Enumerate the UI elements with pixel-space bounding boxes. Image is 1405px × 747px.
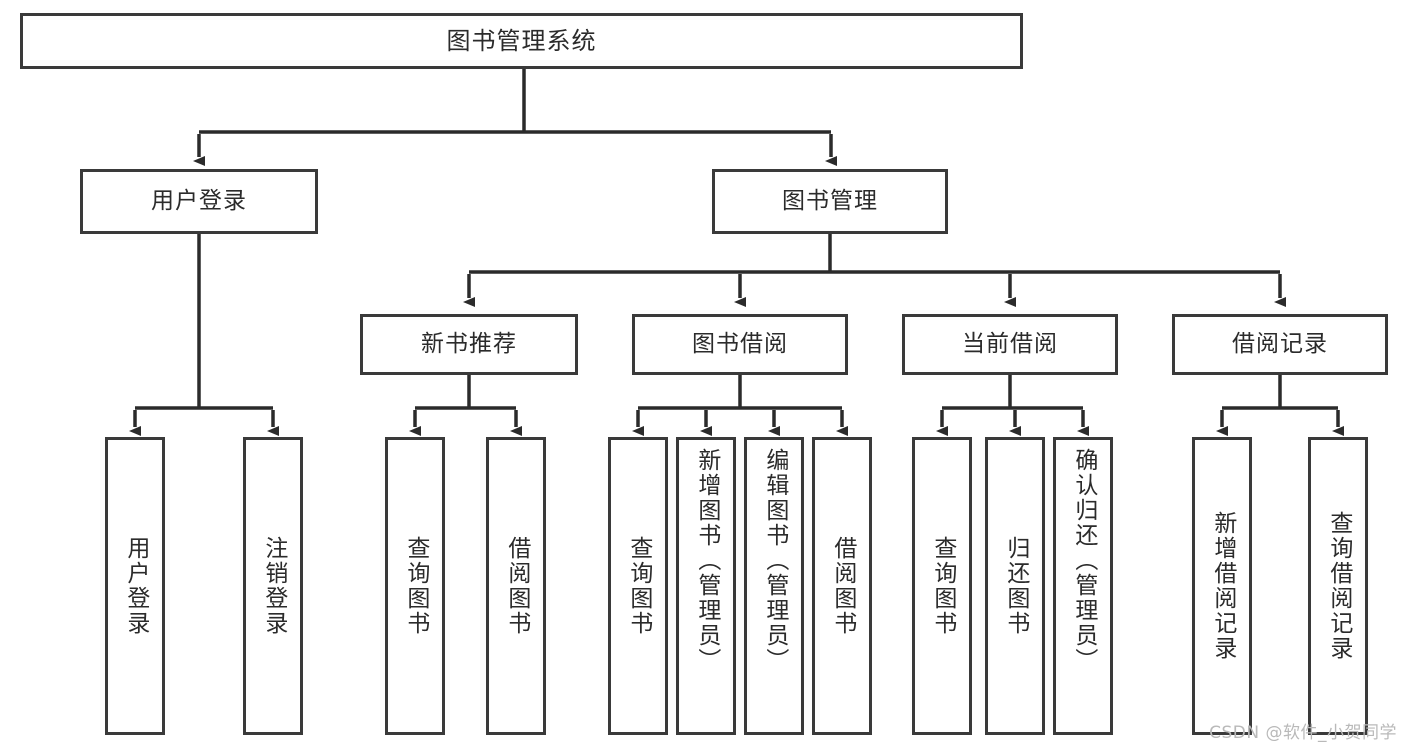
leaf-label: 用户登录 xyxy=(122,536,149,636)
node-label: 借阅记录 xyxy=(1232,330,1328,357)
leaf-label: 查询借阅记录 xyxy=(1325,511,1352,661)
leaf-borrow-book[interactable]: 借阅图书 xyxy=(812,437,872,735)
leaf-borrow-book-recommend[interactable]: 借阅图书 xyxy=(486,437,546,735)
node-label: 用户登录 xyxy=(151,187,247,214)
node-user-login[interactable]: 用户登录 xyxy=(80,169,318,234)
leaf-query-book-borrow[interactable]: 查询图书 xyxy=(608,437,668,735)
leaf-label: 新增图书（管理员） xyxy=(693,448,720,673)
node-new-book-recommend[interactable]: 新书推荐 xyxy=(360,314,578,375)
leaf-add-borrow-record[interactable]: 新增借阅记录 xyxy=(1192,437,1252,735)
leaf-label: 查询图书 xyxy=(929,536,956,636)
leaf-label: 归还图书 xyxy=(1002,536,1029,636)
leaf-user-login[interactable]: 用户登录 xyxy=(105,437,165,735)
node-borrow-record[interactable]: 借阅记录 xyxy=(1172,314,1388,375)
csdn-watermark: CSDN @软件_小贺同学 xyxy=(1209,723,1397,743)
node-book-borrow[interactable]: 图书借阅 xyxy=(632,314,848,375)
leaf-label: 注销登录 xyxy=(260,536,287,636)
leaf-label: 借阅图书 xyxy=(503,536,530,636)
leaf-logout[interactable]: 注销登录 xyxy=(243,437,303,735)
leaf-label: 借阅图书 xyxy=(829,536,856,636)
leaf-edit-book-admin[interactable]: 编辑图书（管理员） xyxy=(744,437,804,735)
node-label: 图书管理系统 xyxy=(446,26,597,55)
leaf-query-book-recommend[interactable]: 查询图书 xyxy=(385,437,445,735)
leaf-label: 编辑图书（管理员） xyxy=(761,448,788,673)
node-label: 图书管理 xyxy=(782,187,878,214)
leaf-label: 确认归还（管理员） xyxy=(1070,448,1097,673)
leaf-query-book-current[interactable]: 查询图书 xyxy=(912,437,972,735)
node-label: 当前借阅 xyxy=(962,330,1058,357)
leaf-confirm-return-admin[interactable]: 确认归还（管理员） xyxy=(1053,437,1113,735)
leaf-label: 查询图书 xyxy=(625,536,652,636)
leaf-label: 查询图书 xyxy=(402,536,429,636)
leaf-label: 新增借阅记录 xyxy=(1209,511,1236,661)
node-label: 新书推荐 xyxy=(421,330,517,357)
leaf-add-book-admin[interactable]: 新增图书（管理员） xyxy=(676,437,736,735)
node-book-management[interactable]: 图书管理 xyxy=(712,169,948,234)
node-label: 图书借阅 xyxy=(692,330,788,357)
node-current-borrow[interactable]: 当前借阅 xyxy=(902,314,1118,375)
leaf-return-book[interactable]: 归还图书 xyxy=(985,437,1045,735)
node-root-system[interactable]: 图书管理系统 xyxy=(20,13,1023,69)
leaf-query-borrow-record[interactable]: 查询借阅记录 xyxy=(1308,437,1368,735)
